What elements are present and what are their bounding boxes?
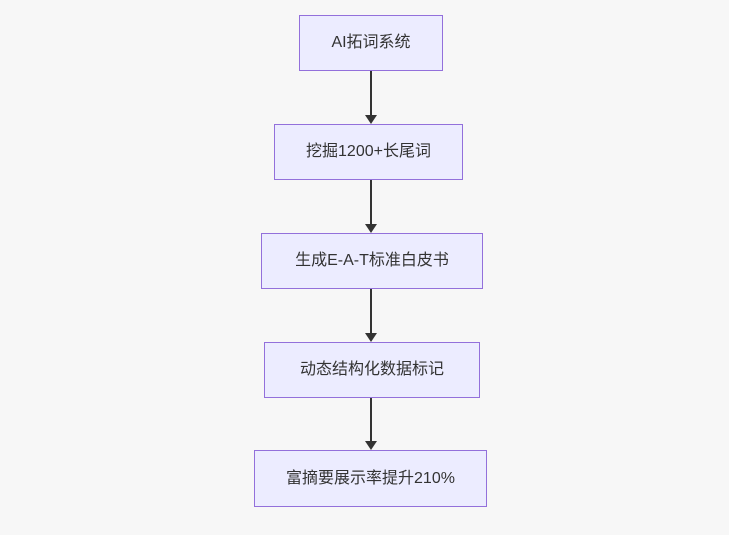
node-label: AI拓词系统 [331,34,411,52]
arrowhead-down-icon [365,224,377,233]
arrow-line [370,71,372,115]
arrow-line [370,398,372,441]
node-label: 动态结构化数据标记 [299,361,444,379]
arrowhead-down-icon [365,441,377,450]
flowchart-node-longtail-mining: 挖掘1200+长尾词 [274,124,463,180]
arrow-line [370,289,372,333]
node-label: 挖掘1200+长尾词 [306,143,431,161]
flowchart-node-rich-snippet-result: 富摘要展示率提升210% [254,450,487,507]
node-label: 富摘要展示率提升210% [286,469,455,487]
arrowhead-down-icon [365,115,377,124]
flowchart-node-ai-expansion: AI拓词系统 [299,15,443,71]
arrowhead-down-icon [365,333,377,342]
flowchart-node-eat-whitepaper: 生成E-A-T标准白皮书 [261,233,483,289]
node-label: 生成E-A-T标准白皮书 [295,252,449,270]
flow-arrow-4 [365,398,377,450]
flow-arrow-1 [365,71,377,124]
flowchart-node-structured-data: 动态结构化数据标记 [264,342,480,398]
arrow-line [370,180,372,224]
flow-arrow-3 [365,289,377,342]
flow-arrow-2 [365,180,377,233]
